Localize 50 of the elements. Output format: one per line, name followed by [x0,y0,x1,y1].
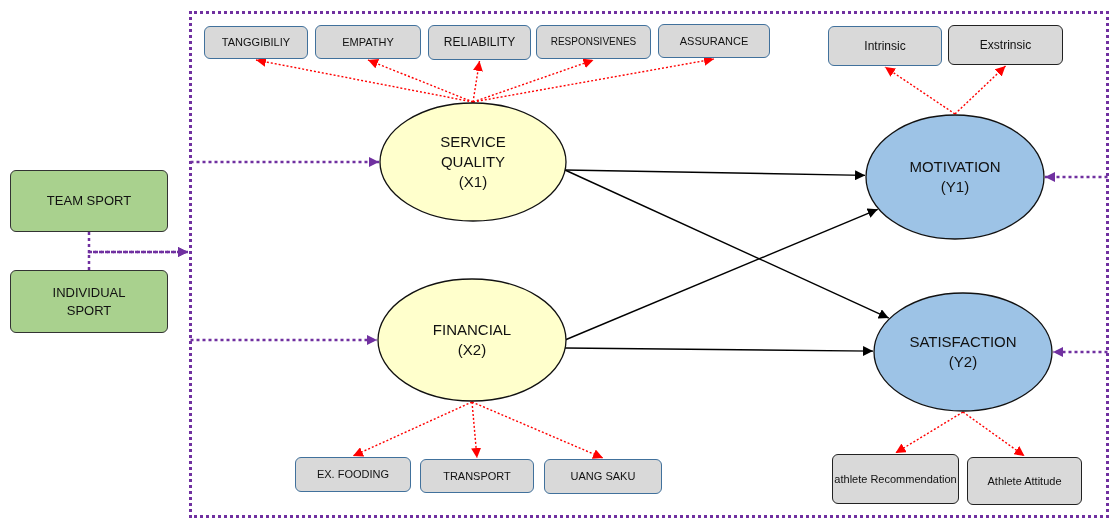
arrow [471,401,482,459]
arrow [962,411,1026,457]
indicator-box [948,25,1063,65]
indicator-box [420,459,534,493]
node-label: INDIVIDUAL SPORT [51,283,127,320]
indicator-box [315,25,421,59]
node-label: ASSURANCE [679,33,749,49]
arrow [87,247,188,270]
indicator-box [832,454,959,504]
indicator-box [544,459,662,494]
arrow [190,157,379,167]
node-label: UANG SAKU [570,469,636,484]
node-label: MOTIVATION (Y1) [908,156,1002,197]
arrow [1053,347,1108,357]
moderator-frame [189,11,1109,518]
arrow [352,401,473,457]
node-label: Intrinsic [864,37,906,55]
arrow [884,66,956,115]
indicator-box [828,26,942,66]
node-label: TRANSPORT [443,468,511,484]
node-label: RELIABILITY [443,34,516,51]
node-label: TEAM SPORT [46,192,132,210]
arrow [894,411,964,454]
arrow [471,401,604,459]
node-label: SATISFACTION (Y2) [908,331,1018,372]
arrow [564,346,874,356]
node-label: Exstrinsic [979,36,1032,54]
indicator-box [967,457,1082,505]
group-box [10,170,168,232]
node-label: RESPONSIVENES [550,35,637,49]
indicator-box [658,24,770,58]
arrow [564,169,890,319]
node-label: TANGGIBILIY [221,35,291,50]
indicator-box [536,25,651,59]
node-label: EX. FOODING [316,467,390,482]
arrow [367,59,474,103]
arrow [954,65,1007,115]
indicator-box [295,457,411,492]
node-label: SERVICE QUALITY (X1) [439,131,507,193]
node-label: Athlete Attitude [987,473,1062,489]
node-label: FINANCIAL (X2) [431,319,513,360]
node-label: athlete Recommendation [834,471,957,487]
node-label: EMPATHY [342,34,394,50]
indicator-box [428,25,531,60]
group-box [10,270,168,333]
arrow [190,335,377,345]
arrow [564,169,866,181]
arrow [472,60,483,103]
indicator-box [204,26,308,59]
arrow [1045,172,1108,182]
